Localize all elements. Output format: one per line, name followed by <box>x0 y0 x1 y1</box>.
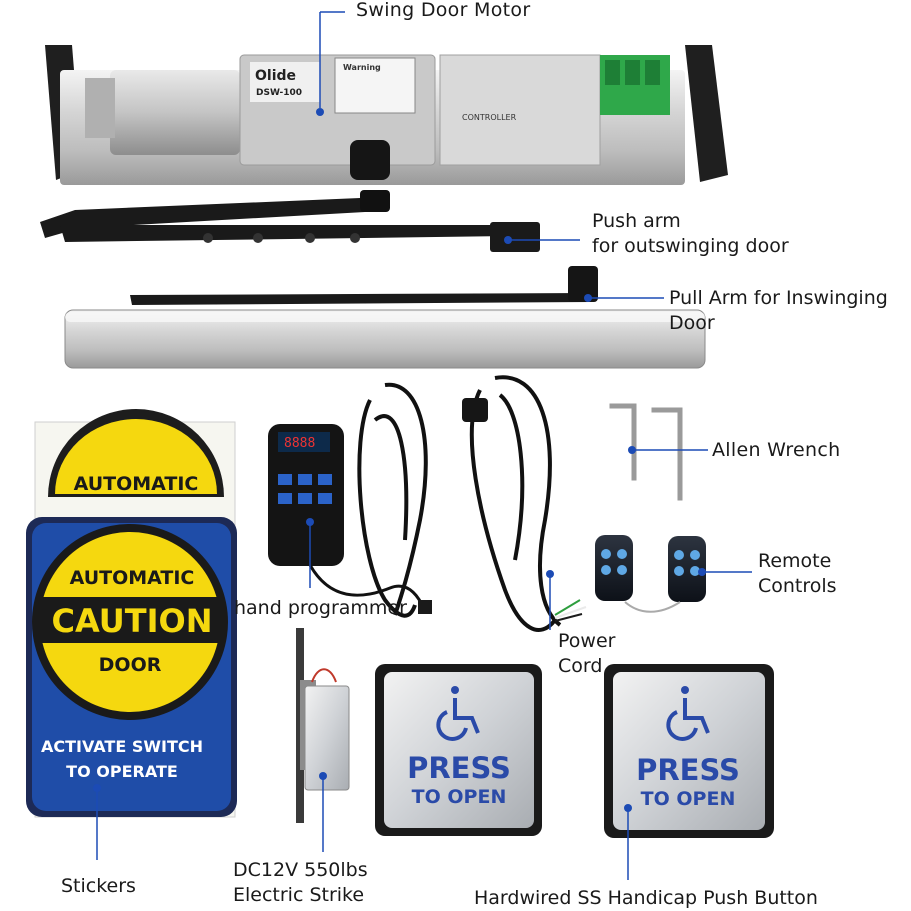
callout-push-arm: Push arm for outswinging door <box>592 210 789 257</box>
callout-allen-wrench: Allen Wrench <box>712 439 841 461</box>
controller-box <box>439 54 601 166</box>
callout-power-cord: Power Cord <box>558 630 616 677</box>
sticker-automatic-small: AUTOMATIC <box>74 473 199 495</box>
remote-controls-device <box>595 535 706 613</box>
push-button-right-line1: PRESS <box>636 753 740 787</box>
motor-brand: Olide <box>255 68 296 84</box>
sticker-caution: CAUTION <box>52 602 213 640</box>
sticker-automatic-large: AUTOMATIC <box>70 567 195 589</box>
allen-wrenches <box>609 403 683 501</box>
callout-push-button: Hardwired SS Handicap Push Button <box>474 887 818 909</box>
sticker-door: DOOR <box>99 654 162 676</box>
electric-strike <box>296 628 350 823</box>
warning-label: Warning <box>343 63 381 72</box>
pull-arm-track <box>64 266 706 369</box>
push-button-left: PRESS TO OPEN <box>375 664 542 836</box>
push-arm <box>40 190 540 252</box>
push-button-right: PRESS TO OPEN <box>604 664 774 838</box>
callout-electric-strike: DC12V 550lbs Electric Strike <box>233 859 368 906</box>
power-cord-coil <box>469 375 587 632</box>
sticker-instruction-1: ACTIVATE SWITCH <box>41 737 203 756</box>
wheelchair-icon-left <box>436 686 480 741</box>
swing-door-motor: Olide DSW-100 Warning CONTROLLER <box>45 45 728 185</box>
motor-model: DSW-100 <box>256 88 302 98</box>
programmer-cable-coil <box>357 382 428 618</box>
push-button-left-line1: PRESS <box>407 751 511 785</box>
callout-pull-arm: Pull Arm for Inswinging Door <box>669 287 888 334</box>
push-button-left-line2: TO OPEN <box>412 786 507 808</box>
programmer-display: 8888 <box>284 436 315 451</box>
callout-leaders <box>93 11 752 880</box>
callout-remote-controls: Remote Controls <box>758 550 837 597</box>
hand-programmer-device: 8888 <box>268 424 432 614</box>
sticker-instruction-2: TO OPERATE <box>66 762 178 781</box>
callout-stickers: Stickers <box>61 875 136 897</box>
stickers-sheet: AUTOMATIC AUTOMATIC CAUTION DOOR ACTIVAT… <box>26 409 237 818</box>
controller-label: CONTROLLER <box>462 113 517 122</box>
power-plug <box>462 398 488 422</box>
motor-cylinder <box>110 70 240 155</box>
wheelchair-icon-right <box>666 686 710 741</box>
callout-swing-door-motor: Swing Door Motor <box>356 0 531 21</box>
push-button-right-line2: TO OPEN <box>641 788 736 810</box>
callout-hand-programmer: hand programmer <box>234 597 407 619</box>
